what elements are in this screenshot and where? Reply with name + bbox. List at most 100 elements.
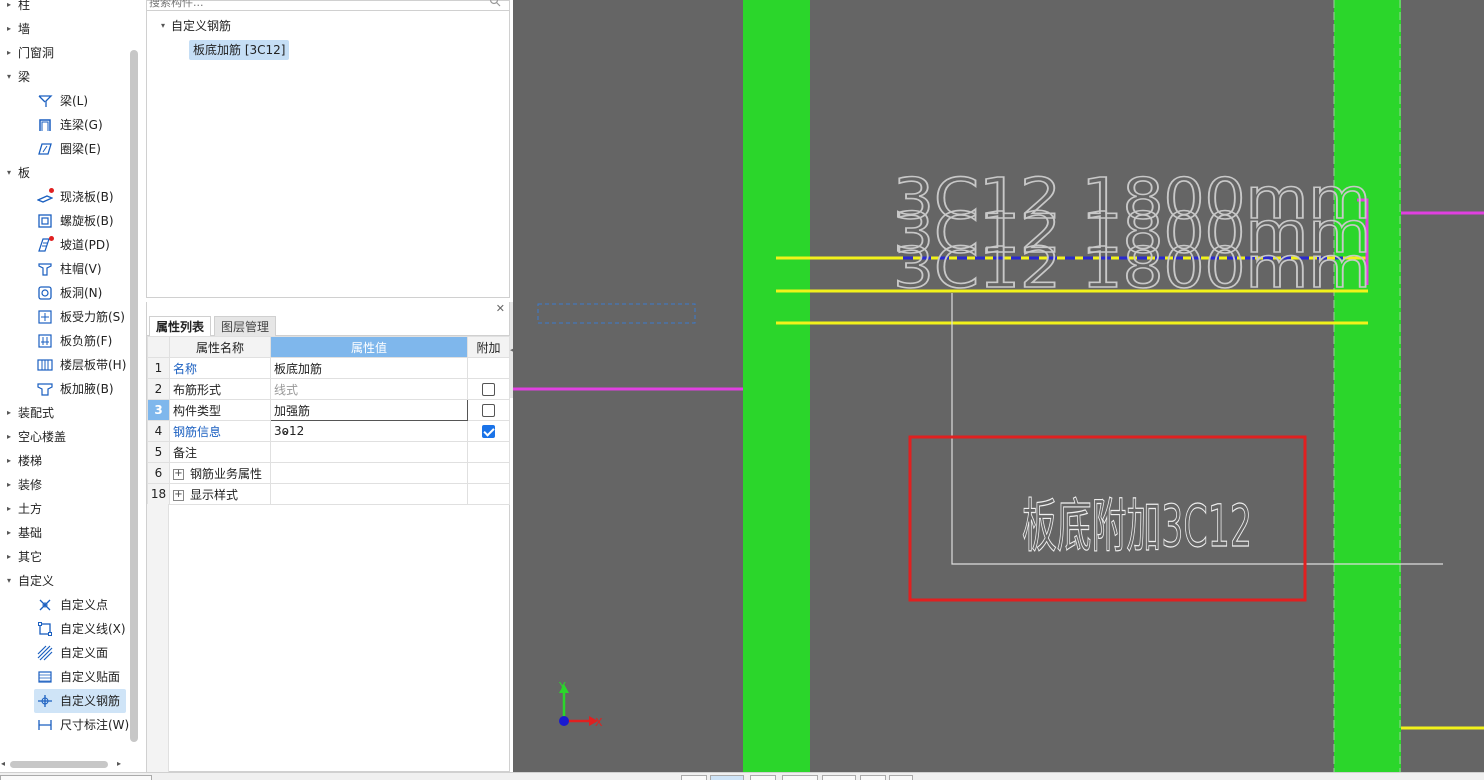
- custom-area-icon: [37, 645, 53, 661]
- toolbar-button[interactable]: [889, 775, 913, 780]
- extra-checkbox[interactable]: [482, 404, 495, 417]
- panel-splitter[interactable]: [510, 302, 515, 398]
- slab-main-rebar-icon: [38, 310, 52, 324]
- property-value-field[interactable]: 加强筋: [270, 399, 468, 421]
- table-row[interactable]: 2 布筋形式 线式: [147, 378, 510, 400]
- table-row[interactable]: 1 名称 板底加筋: [147, 357, 510, 379]
- search-icon[interactable]: [489, 0, 501, 7]
- nav-item-custom-line[interactable]: 自定义线(X): [0, 617, 126, 641]
- collapse-arrow-icon[interactable]: ◂: [510, 346, 514, 354]
- property-value-field[interactable]: [270, 483, 468, 505]
- toolbar-button[interactable]: [822, 775, 856, 780]
- ring-beam-icon: [38, 143, 52, 155]
- tab-layer-management[interactable]: 图层管理: [214, 316, 277, 337]
- y-axis-arrowhead: [559, 684, 569, 693]
- nav-category-decoration[interactable]: ▸装修: [0, 473, 42, 497]
- drawing-canvas[interactable]: 3C12 1800mm 3C12 1800mm 3C12 1800mm 板底附加…: [513, 0, 1484, 772]
- nav-item-ramp[interactable]: 坡道(PD): [0, 233, 110, 257]
- tab-property-list[interactable]: 属性列表: [149, 316, 212, 337]
- expanded-caret-icon: ▾: [6, 72, 11, 81]
- property-value-field[interactable]: [270, 462, 468, 484]
- nav-category-wall[interactable]: ▸墙: [0, 17, 30, 41]
- nav-category-foundation[interactable]: ▸基础: [0, 521, 42, 545]
- table-row[interactable]: 4 钢筋信息 3ⱺ12: [147, 420, 510, 442]
- nav-category-earthwork[interactable]: ▸土方: [0, 497, 42, 521]
- property-name: 备注: [169, 441, 271, 463]
- expand-plus-icon[interactable]: +: [173, 488, 184, 501]
- nav-category-prefab[interactable]: ▸装配式: [0, 401, 54, 425]
- extra-checkbox-checked[interactable]: [482, 425, 495, 438]
- extra-cell: [467, 378, 510, 400]
- toolbar-button[interactable]: [681, 775, 707, 780]
- nav-category-openings[interactable]: ▸门窗洞: [0, 41, 54, 65]
- row-number: 2: [147, 378, 170, 400]
- slab-hole-icon: [38, 286, 52, 300]
- nav-item-custom-rebar[interactable]: 自定义钢筋: [34, 689, 126, 713]
- tree-node-custom-rebar[interactable]: ▾ 自定义钢筋: [161, 16, 231, 36]
- property-value-field[interactable]: 3ⱺ12: [270, 420, 468, 442]
- nav-item-coupling-beam[interactable]: 连梁(G): [0, 113, 103, 137]
- nav-item-beam[interactable]: 梁(L): [0, 89, 88, 113]
- property-value-field[interactable]: 线式: [270, 378, 468, 400]
- status-tab[interactable]: [0, 775, 152, 780]
- nav-category-hollow-floor[interactable]: ▸空心楼盖: [0, 425, 66, 449]
- nav-horizontal-scrollbar[interactable]: [10, 761, 108, 768]
- nav-item-slab-haunch[interactable]: 板加腋(B): [0, 377, 114, 401]
- nav-item-slab-hole[interactable]: 板洞(N): [0, 281, 102, 305]
- nav-item-ring-beam[interactable]: 圈梁(E): [0, 137, 101, 161]
- nav-category-custom[interactable]: ▾自定义: [0, 569, 54, 593]
- nav-category-beam[interactable]: ▾梁: [0, 65, 30, 89]
- nav-category-slab[interactable]: ▾板: [0, 161, 30, 185]
- table-row[interactable]: 6 +钢筋业务属性: [147, 462, 510, 484]
- toolbar-button[interactable]: [782, 775, 818, 780]
- component-nav-tree: ▸柱 ▸墙 ▸门窗洞 ▾梁 梁(L) 连梁(G) 圈梁(E) ▾板 现浇板(B)…: [0, 0, 142, 772]
- toolbar-button[interactable]: [710, 775, 744, 780]
- nav-item-slab-main-rebar[interactable]: 板受力筋(S): [0, 305, 125, 329]
- scroll-right-arrow-icon[interactable]: ▸: [117, 759, 122, 768]
- nav-category-stairs[interactable]: ▸楼梯: [0, 449, 42, 473]
- table-row[interactable]: 18 +显示样式: [147, 483, 510, 505]
- nav-item-floor-strip[interactable]: 楼层板带(H): [0, 353, 126, 377]
- nav-item-dimension[interactable]: 尺寸标注(W): [0, 713, 129, 737]
- beam-right[interactable]: [1334, 0, 1401, 772]
- scroll-left-arrow-icon[interactable]: ◂: [1, 759, 6, 768]
- nav-item-spiral-slab[interactable]: 螺旋板(B): [0, 209, 114, 233]
- collapsed-caret-icon: ▸: [6, 552, 11, 561]
- toolbar-button[interactable]: [860, 775, 886, 780]
- nav-item-custom-point[interactable]: 自定义点: [0, 593, 108, 617]
- spiral-slab-icon: [38, 214, 52, 228]
- highlight-box: [908, 435, 1307, 602]
- table-row[interactable]: 5 备注: [147, 441, 510, 463]
- drawing-svg: 3C12 1800mm 3C12 1800mm 3C12 1800mm 板底附加…: [513, 0, 1484, 772]
- property-name: 名称: [169, 357, 271, 379]
- slab-haunch-icon: [37, 383, 53, 396]
- tree-node-slab-bottom-rebar[interactable]: 板底加筋 [3C12]: [189, 40, 290, 60]
- nav-item-custom-facing[interactable]: 自定义贴面: [0, 665, 120, 689]
- row-number-gutter: [147, 504, 169, 772]
- property-name: 构件类型: [169, 399, 271, 421]
- extra-cell: [467, 441, 510, 463]
- nav-item-column-cap[interactable]: 柱帽(V): [0, 257, 102, 281]
- nav-vertical-scrollbar[interactable]: [130, 50, 138, 742]
- beam-left[interactable]: [743, 0, 810, 772]
- property-value-field[interactable]: 板底加筋: [270, 357, 468, 379]
- custom-rebar-icon: [38, 695, 52, 707]
- status-strip: [0, 772, 1484, 780]
- property-tabs: 属性列表 图层管理: [147, 314, 509, 337]
- collapsed-caret-icon: ▸: [6, 528, 11, 537]
- extra-checkbox[interactable]: [482, 383, 495, 396]
- nav-item-cast-slab[interactable]: 现浇板(B): [0, 185, 114, 209]
- close-icon[interactable]: ✕: [495, 302, 505, 315]
- property-panel: ✕ 属性列表 图层管理 属性名称 属性值 附加 1 名称 板底加筋 2 布筋形式…: [146, 302, 510, 772]
- nav-category-column[interactable]: ▸柱: [0, 0, 30, 17]
- nav-category-other[interactable]: ▸其它: [0, 545, 42, 569]
- toolbar-button[interactable]: [750, 775, 776, 780]
- expand-plus-icon[interactable]: +: [173, 467, 184, 480]
- component-search-input[interactable]: [147, 0, 477, 10]
- nav-item-slab-negative-rebar[interactable]: 板负筋(F): [0, 329, 112, 353]
- table-row[interactable]: 3 构件类型 加强筋: [147, 399, 510, 421]
- property-value-field[interactable]: [270, 441, 468, 463]
- collapsed-caret-icon: ▸: [6, 504, 11, 513]
- nav-item-custom-area[interactable]: 自定义面: [0, 641, 108, 665]
- x-axis-arrowhead: [589, 716, 598, 726]
